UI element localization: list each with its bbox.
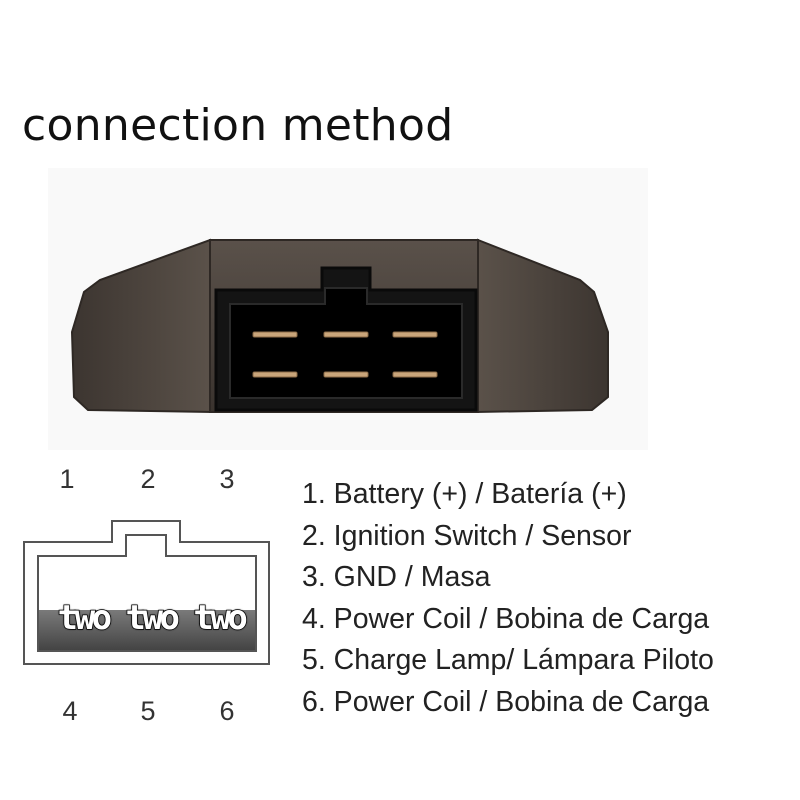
regulator-right-flange: [474, 238, 609, 414]
pin-number-5: 5: [140, 696, 156, 726]
pin-legend: 1. Battery (+) / Batería (+) 2. Ignition…: [302, 474, 714, 723]
legend-item-4: 4. Power Coil / Bobina de Carga: [302, 602, 710, 635]
legend-item-2: 2. Ignition Switch / Sensor: [302, 519, 632, 552]
pin-number-1: 1: [59, 464, 75, 494]
pin-2: [323, 331, 369, 338]
connector-diagram: [23, 520, 270, 665]
pin-3: [392, 331, 438, 338]
connector-overlay-text: two two two: [57, 597, 249, 639]
legend-item-6: 6. Power Coil / Bobina de Carga: [302, 685, 710, 718]
regulator-photo: [70, 238, 609, 414]
pin-4: [252, 371, 298, 378]
pin-number-4: 4: [62, 696, 78, 726]
connector-housing-photo: [214, 266, 478, 412]
legend-item-5: 5. Charge Lamp/ Lámpara Piloto: [302, 644, 714, 676]
regulator-left-flange: [70, 238, 214, 414]
page-title: connection method: [22, 100, 454, 151]
pin-number-2: 2: [140, 464, 156, 494]
pin-number-3: 3: [219, 464, 235, 494]
pin-6: [392, 371, 438, 378]
connector-dark-fill: [39, 610, 255, 650]
pin-5: [323, 371, 369, 378]
pin-number-6: 6: [219, 696, 235, 726]
legend-item-1: 1. Battery (+) / Batería (+): [302, 478, 627, 510]
pin-1: [252, 331, 298, 338]
legend-item-3: 3. GND / Masa: [302, 561, 491, 593]
